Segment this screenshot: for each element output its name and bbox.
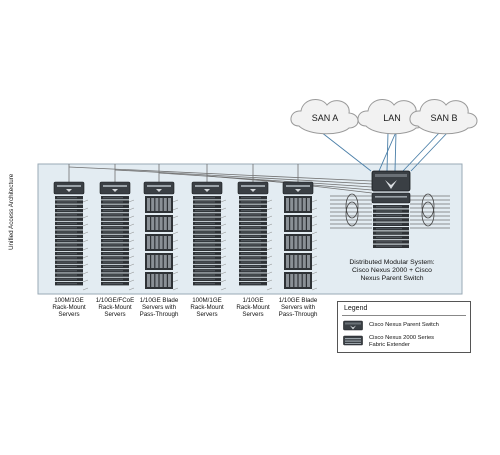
distributed-system-text: Distributed Modular System: Cisco Nexus … — [349, 259, 435, 282]
column-label: 100M/1GE Rack-Mount Servers — [190, 297, 224, 319]
cable-bundle-ring — [345, 201, 359, 227]
cloud-label: LAN — [383, 113, 401, 123]
fabric-extender — [99, 181, 131, 195]
fabric-cable — [68, 166, 373, 182]
fabric-cable — [158, 172, 373, 188]
server-column-1 — [53, 181, 89, 291]
fabric-extender — [143, 181, 175, 195]
server-column-5 — [237, 181, 273, 291]
parent-switch — [371, 192, 411, 204]
cable-bundle-ring — [421, 201, 435, 227]
column-label: 1/10GE Rack-Mount Servers — [236, 297, 270, 319]
cable-bundle-ring — [421, 193, 435, 219]
uplink-line — [394, 131, 397, 172]
uplink-line — [320, 131, 372, 172]
legend-item-parent-switch: Cisco Nexus Parent Switch — [369, 322, 439, 328]
server-column-2 — [99, 181, 135, 291]
side-label: Unified Access Architecture — [8, 173, 15, 250]
fabric-extender — [53, 181, 85, 195]
server-column-4 — [191, 181, 227, 291]
cloud-san-b: SAN B — [409, 99, 478, 135]
cable-bundle-ring — [345, 193, 359, 219]
fabric-extender — [282, 181, 314, 195]
cloud-lan: LAN — [357, 99, 426, 135]
column-label: 100M/1GE Rack-Mount Servers — [52, 297, 86, 319]
cloud-label: SAN B — [430, 113, 457, 123]
fabric-cable — [114, 169, 373, 185]
fabric-extender-icon — [343, 335, 363, 346]
legend-title: Legend — [344, 305, 368, 312]
legend: Legend Cisco Nexus Parent Switch Cisco N… — [337, 301, 471, 353]
distributed-system — [371, 170, 411, 248]
fabric-extender — [237, 181, 269, 195]
server-column-3 — [143, 181, 179, 291]
server-column-6 — [282, 181, 318, 291]
column-label: 1/10GE/FCoE Rack-Mount Servers — [95, 297, 135, 319]
cloud-label: SAN A — [312, 113, 339, 123]
uplink-line — [386, 131, 389, 172]
legend-divider — [342, 315, 466, 316]
cloud-san-a: SAN A — [290, 99, 359, 135]
uplink-line — [410, 131, 449, 172]
column-label: 1/10GE Blade Servers with Pass-Through — [139, 297, 179, 319]
uplink-line — [402, 131, 441, 172]
column-label: 1/10GE Blade Servers with Pass-Through — [278, 297, 318, 319]
legend-item-fabric-extender: Cisco Nexus 2000 Series Fabric Extender — [369, 335, 435, 348]
fabric-extender — [191, 181, 223, 195]
distributed-system-label: Distributed Modular System: Cisco Nexus … — [336, 259, 448, 283]
parent-switch-icon — [343, 320, 363, 331]
